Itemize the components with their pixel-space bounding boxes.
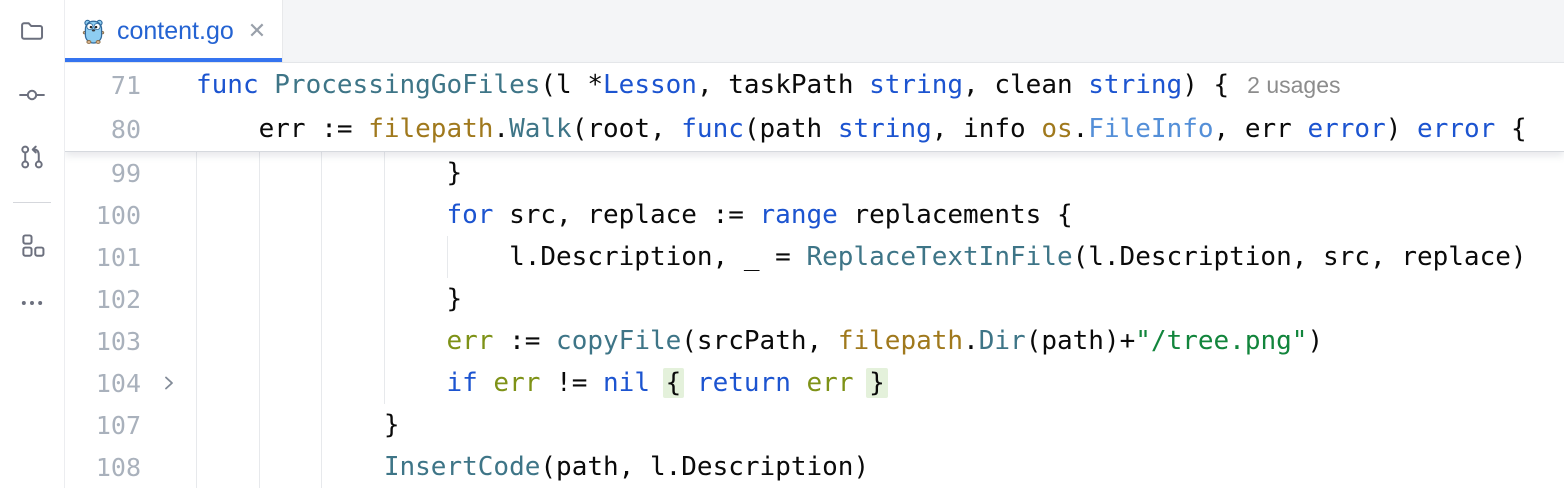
editor-area: content.go ✕ 71 func ProcessingGoFiles(l … [65, 0, 1564, 488]
tab-label: content.go [117, 16, 234, 45]
gutter: 100 [65, 194, 196, 236]
line-number[interactable]: 103 [95, 326, 141, 356]
commit-icon [19, 89, 45, 101]
gutter: 80 [65, 107, 196, 151]
code-text: InsertCode(path, l.Description) [383, 452, 870, 482]
gutter: 107 [65, 404, 196, 446]
sticky-code-line[interactable]: 71 func ProcessingGoFiles(l *Lesson, task… [65, 63, 1564, 107]
go-gopher-file-icon [82, 19, 105, 44]
gutter: 101 [65, 236, 196, 278]
line-number[interactable]: 102 [95, 284, 141, 314]
more-icon [21, 301, 43, 305]
gutter: 103 [65, 320, 196, 362]
pull-requests-tool-button[interactable] [12, 137, 52, 177]
code-line[interactable]: 103 err := copyFile(srcPath, filepath.Di… [65, 320, 1564, 362]
code-line[interactable]: 107 } [65, 404, 1564, 446]
indent-guide [321, 152, 322, 488]
code-text: l.Description, _ = ReplaceTextInFile(l.D… [196, 242, 1527, 272]
code-line[interactable]: 100 for src, replace := range replacemen… [65, 194, 1564, 236]
code-line[interactable]: 108 InsertCode(path, l.Description) [65, 446, 1564, 488]
fold-chevron-icon[interactable] [158, 372, 180, 394]
structure-tool-button[interactable] [12, 225, 52, 265]
gutter: 108 [65, 446, 196, 488]
code-text: } [196, 410, 400, 440]
indent-guide [259, 152, 260, 488]
gutter: 99 [65, 152, 196, 194]
pull-requests-icon [21, 145, 43, 169]
sticky-lines-panel: 71 func ProcessingGoFiles(l *Lesson, task… [65, 63, 1564, 152]
line-number[interactable]: 107 [95, 410, 141, 440]
code-line[interactable]: 102 } [65, 278, 1564, 320]
gutter: 104 [65, 362, 196, 404]
code-text: if err != nil { return err } [196, 368, 888, 398]
line-number[interactable]: 108 [95, 452, 141, 482]
code-line[interactable]: 101 l.Description, _ = ReplaceTextInFile… [65, 236, 1564, 278]
fold-column [141, 372, 196, 394]
editor-tab-bar: content.go ✕ [65, 0, 1564, 63]
line-number[interactable]: 101 [95, 242, 141, 272]
gutter: 71 [65, 63, 196, 107]
tool-window-stripe [0, 0, 65, 488]
indent-guide [384, 152, 385, 404]
commit-tool-button[interactable] [12, 75, 52, 115]
code-text: } [196, 158, 463, 188]
code-text: for src, replace := range replacements { [446, 200, 1073, 230]
project-tool-button[interactable] [12, 11, 52, 51]
stripe-divider [13, 202, 51, 203]
gutter: 102 [65, 278, 196, 320]
code-text: func ProcessingGoFiles(l *Lesson, taskPa… [196, 70, 1230, 100]
tab-close-icon[interactable]: ✕ [247, 18, 267, 43]
sticky-code-line[interactable]: 80 err := filepath.Walk(root, func(path … [65, 107, 1564, 151]
editor-body[interactable]: 99 }100 for src, replace := range replac… [65, 152, 1564, 488]
code-line[interactable]: 104 if err != nil { return err } [65, 362, 1564, 404]
line-number[interactable]: 100 [95, 200, 141, 230]
code-text: err := filepath.Walk(root, func(path str… [196, 114, 1527, 144]
code-text: } [196, 284, 463, 314]
usages-code-vision[interactable]: 2 usages [1247, 71, 1341, 98]
code-line[interactable]: 99 } [65, 152, 1564, 194]
indent-guide [447, 236, 448, 278]
structure-icon [22, 234, 45, 257]
code-text: err := copyFile(srcPath, filepath.Dir(pa… [446, 326, 1324, 356]
line-number[interactable]: 80 [110, 114, 141, 144]
folder-icon [21, 22, 44, 40]
more-tool-windows-button[interactable] [12, 283, 52, 323]
line-number[interactable]: 71 [110, 70, 141, 100]
active-tab-underline [65, 58, 282, 62]
line-number[interactable]: 104 [95, 368, 141, 398]
tab-content-go[interactable]: content.go ✕ [65, 0, 283, 62]
line-number[interactable]: 99 [110, 158, 141, 188]
indent-guide [196, 152, 197, 488]
